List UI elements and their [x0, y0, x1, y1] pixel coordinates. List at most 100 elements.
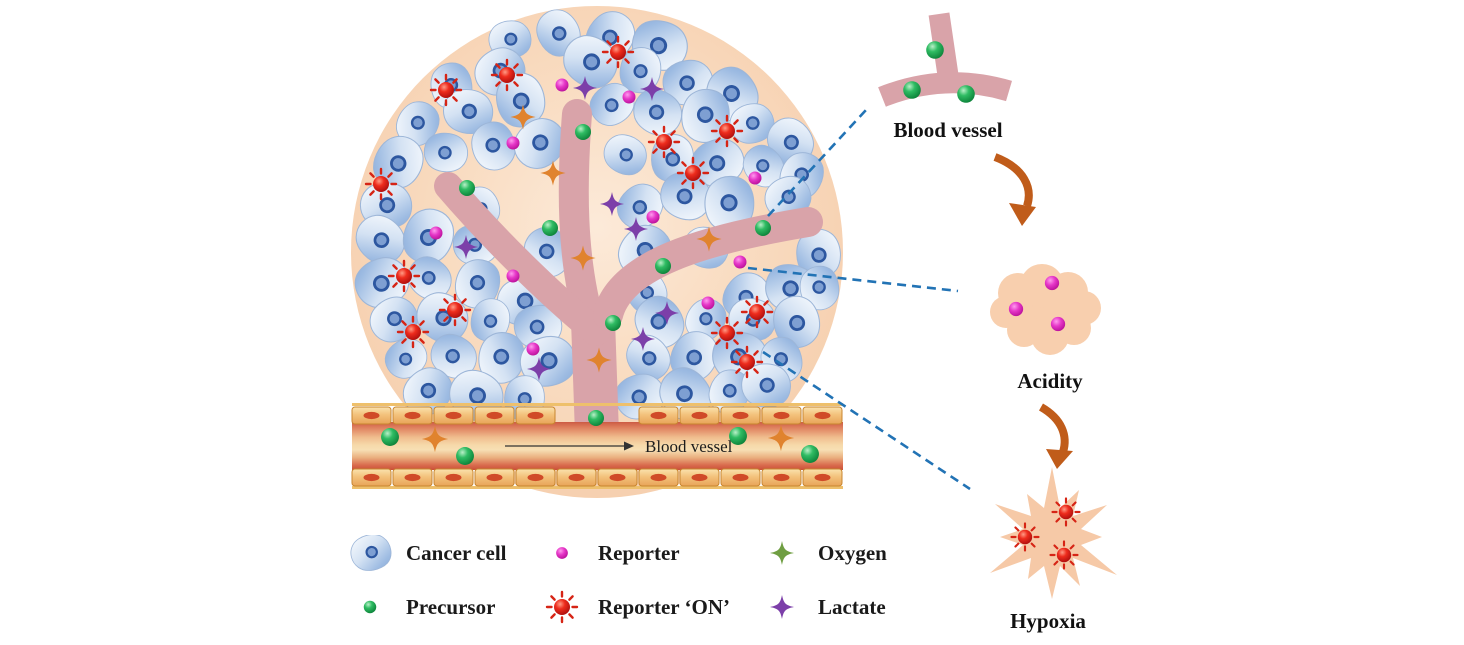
reporter-on-dot [364, 167, 398, 201]
reporter-on-dot [396, 315, 430, 349]
precursor-dot [605, 315, 621, 331]
precursor-dot [575, 124, 591, 140]
reporter-on-icon [545, 590, 579, 624]
callout-vessel-arm [878, 72, 1012, 107]
precursor-dot [588, 410, 604, 426]
hypoxia-callout: Hypoxia [990, 467, 1117, 633]
legend-label: Cancer cell [406, 540, 507, 565]
acidity-callout: Acidity [990, 264, 1101, 393]
vessel-wall-cell-nucleus [773, 473, 790, 482]
precursor-dot [926, 41, 944, 59]
callout-vessel-branch [928, 12, 960, 84]
reporter-dot [733, 255, 747, 269]
legend-label: Reporter ‘ON’ [598, 594, 730, 619]
vessel-wall-cell-nucleus [732, 473, 749, 482]
flow-arrow-head [624, 441, 634, 451]
reporter-dot [646, 210, 660, 224]
vessel-wall-top [351, 406, 843, 425]
curved-arrow-2 [1038, 403, 1073, 469]
legend-label: Precursor [406, 594, 496, 619]
vessel-outer-line-top [352, 403, 843, 406]
reporter-dot [506, 269, 520, 283]
vessel-wall-cell-nucleus [732, 411, 749, 420]
vessel-wall-cell-nucleus [527, 473, 544, 482]
reporter-dot [748, 171, 762, 185]
precursor-dot [729, 427, 747, 445]
callout-dashed-line [762, 350, 971, 491]
vessel-wall-cell-nucleus [650, 473, 667, 482]
reporter-on-dot [490, 58, 524, 92]
reporter-on-dot [387, 259, 421, 293]
reporter-dot [701, 296, 715, 310]
blood-vessel-callout: Blood vessel [878, 12, 1012, 142]
legend-item-precursor: Precursor [348, 584, 540, 630]
curved-arrow-1-shaft [993, 153, 1033, 208]
precursor-dot [459, 180, 475, 196]
cancer-cell-icon [348, 535, 392, 571]
precursor-dot [542, 220, 558, 236]
reporter-on-dot [647, 125, 681, 159]
curved-arrow-1 [993, 153, 1036, 226]
vessel-wall-cell-nucleus [814, 473, 831, 482]
reporter-on-dot [740, 295, 774, 329]
precursor-dot [903, 81, 921, 99]
vessel-wall-cell-nucleus [363, 473, 380, 482]
reporter-on-dot [438, 293, 472, 327]
vessel-outer-line-bottom [352, 486, 843, 489]
legend: Cancer cell Reporter Oxygen Precursor Re… [348, 530, 930, 630]
precursor-dot [755, 220, 771, 236]
precursor-dot [957, 85, 975, 103]
vessel-wall-cell-nucleus [814, 411, 831, 420]
vessel-wall-cell-nucleus [404, 411, 421, 420]
callout-dashed-line [747, 266, 959, 293]
legend-item-reporter: Reporter [540, 530, 760, 576]
oxygen-icon [770, 541, 794, 565]
curved-arrow-2-shaft [1038, 403, 1069, 454]
legend-item-lactate: Lactate [760, 584, 930, 630]
legend-item-oxygen: Oxygen [760, 530, 930, 576]
reporter-dot [622, 90, 636, 104]
reporter-icon [556, 547, 568, 559]
legend-label: Lactate [818, 594, 886, 619]
reporter-dot [526, 342, 540, 356]
legend-item-cancer-cell: Cancer cell [348, 530, 540, 576]
reporter-on-dot [1049, 540, 1079, 570]
reporter-dot [1050, 316, 1066, 332]
vessel-branch-left [434, 172, 610, 346]
vessel-wall-cell-nucleus [445, 473, 462, 482]
legend-item-reporter-on: Reporter ‘ON’ [540, 584, 760, 630]
precursor-icon [363, 600, 377, 614]
reporter-on-dot [1010, 522, 1040, 552]
reporter-on-dot [710, 316, 744, 350]
precursor-dot [456, 447, 474, 465]
callout-lines-layer [747, 109, 971, 491]
reporter-on-dot [1051, 497, 1081, 527]
callout-dashed-line [767, 109, 867, 217]
vessel-wall-cell-nucleus [609, 473, 626, 482]
reporter-on-dot [429, 73, 463, 107]
hypoxia-label: Hypoxia [1010, 609, 1086, 633]
reporter-dot [555, 78, 569, 92]
acidity-label: Acidity [1017, 369, 1083, 393]
reporter-dot [1044, 275, 1060, 291]
reporter-dot [1008, 301, 1024, 317]
blood-vessel-inline-label: Blood vessel [645, 437, 733, 456]
curved-arrow-1-head [1009, 203, 1036, 226]
vessel-wall-cell-nucleus [404, 473, 421, 482]
acidity-blob [990, 264, 1101, 355]
legend-label: Reporter [598, 540, 680, 565]
vessel-wall-cell-nucleus [363, 411, 380, 420]
vessel-wall-cell-nucleus [445, 411, 462, 420]
reporter-dot [429, 226, 443, 240]
vessel-wall-cell-nucleus [568, 473, 585, 482]
precursor-dot [655, 258, 671, 274]
reporter-on-dot [601, 35, 635, 69]
hypoxia-starburst [990, 467, 1117, 599]
callout-blood-vessel-label: Blood vessel [893, 118, 1002, 142]
vessel-wall-cell-nucleus [486, 411, 503, 420]
curved-arrow-2-head [1046, 449, 1073, 469]
vessel-branch-top [558, 99, 607, 345]
lactate-icon [770, 595, 794, 619]
